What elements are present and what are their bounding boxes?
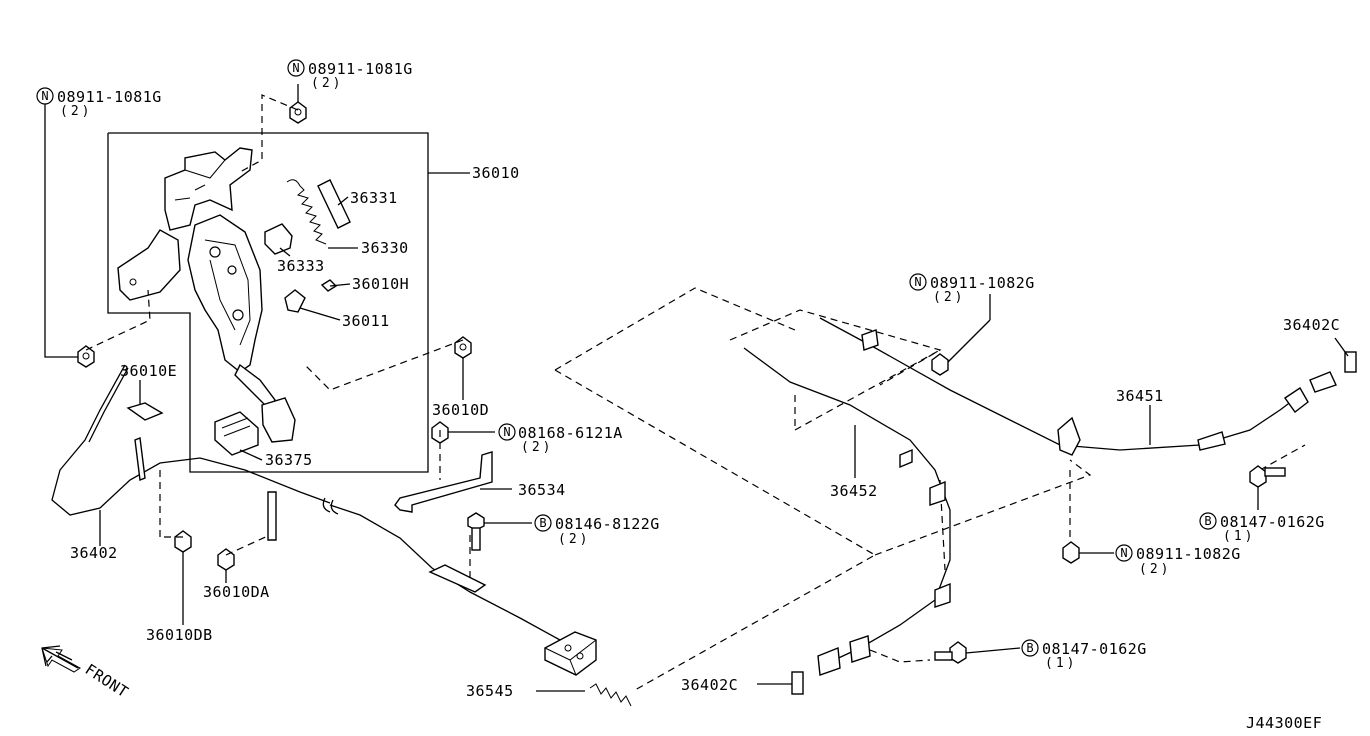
callout-n-08911-1082g-lower: N 08911-1082G (2) xyxy=(1115,544,1241,577)
label-36010db: 36010DB xyxy=(146,626,213,644)
bolt-08147-right xyxy=(1249,465,1286,488)
label-36333: 36333 xyxy=(277,257,325,275)
label-36010e: 36010E xyxy=(120,362,177,380)
part-number: 08911-1081G xyxy=(308,60,413,78)
front-cable-36402 xyxy=(51,364,561,641)
nut-08911-1082g-lower xyxy=(1062,541,1080,564)
callout-b-08146-8122g: B 08146-8122G (2) xyxy=(534,514,660,547)
label-36010d: 36010D xyxy=(432,401,489,419)
nut-left xyxy=(77,345,95,368)
part-number: 08147-0162G xyxy=(1220,513,1325,531)
nut-36010da xyxy=(217,548,235,571)
label-36402c-right: 36402C xyxy=(1283,316,1340,334)
nut-36010db xyxy=(174,530,192,553)
front-arrow: FRONT xyxy=(41,645,132,701)
quantity: (1) xyxy=(1045,656,1077,671)
callout-prefix: N xyxy=(292,61,299,75)
nut-36010d xyxy=(454,336,472,359)
pedal-assembly-drawing xyxy=(117,147,351,456)
bolt-08147-bottom xyxy=(934,641,967,664)
quantity: (2) xyxy=(1139,562,1171,577)
quantity: (2) xyxy=(933,290,965,305)
callout-b-08147-0162g-right: B 08147-0162G (1) xyxy=(1199,512,1325,544)
bolt-08146 xyxy=(467,512,485,551)
label-36452: 36452 xyxy=(830,482,878,500)
nut-top xyxy=(289,101,307,124)
pin-36402c-right xyxy=(1344,351,1357,373)
part-number: 08911-1082G xyxy=(1136,545,1241,563)
equalizer-36545 xyxy=(544,631,632,707)
callout-n-08911-1081g-top: N 08911-1081G (2) xyxy=(287,59,413,91)
callout-prefix: N xyxy=(503,425,510,439)
label-36402: 36402 xyxy=(70,544,118,562)
pedal-assembly-box xyxy=(107,132,470,473)
label-36010: 36010 xyxy=(472,164,520,182)
part-number: 08911-1082G xyxy=(930,274,1035,292)
quantity: (1) xyxy=(1223,529,1255,544)
leader-lines xyxy=(44,84,1349,692)
quantity: (2) xyxy=(558,532,590,547)
quantity: (2) xyxy=(521,440,553,455)
part-number: 08168-6121A xyxy=(518,424,623,442)
label-36331: 36331 xyxy=(350,189,398,207)
pedal-dashed-guides xyxy=(85,94,471,580)
part-number: 08147-0162G xyxy=(1042,640,1147,658)
quantity: (2) xyxy=(60,104,92,119)
part-number: 08911-1081G xyxy=(57,88,162,106)
label-36534: 36534 xyxy=(518,481,566,499)
pin-36402c-bottom xyxy=(791,671,804,695)
callout-prefix: B xyxy=(1026,641,1033,655)
quantity: (2) xyxy=(311,76,343,91)
label-36011: 36011 xyxy=(342,312,390,330)
part-number: 08146-8122G xyxy=(555,515,660,533)
clip-36010e xyxy=(126,402,164,421)
callout-n-08168-6121a: N 08168-6121A (2) xyxy=(498,423,623,455)
callout-prefix: N xyxy=(914,275,921,289)
label-36451: 36451 xyxy=(1116,387,1164,405)
callout-prefix: N xyxy=(1120,546,1127,560)
label-36545: 36545 xyxy=(466,682,514,700)
callout-prefix: N xyxy=(41,89,48,103)
callout-n-08911-1081g-left: N 08911-1081G (2) xyxy=(36,87,162,119)
label-36010h: 36010H xyxy=(352,275,409,293)
label-36330: 36330 xyxy=(361,239,409,257)
label-36375: 36375 xyxy=(265,451,313,469)
rear-cables xyxy=(743,317,1337,676)
bracket-36534 xyxy=(394,451,493,513)
callout-prefix: B xyxy=(539,516,546,530)
callout-prefix: B xyxy=(1204,514,1211,528)
callout-n-08911-1082g-upper: N 08911-1082G (2) xyxy=(909,273,1035,305)
label-36010da: 36010DA xyxy=(203,583,270,601)
front-label: FRONT xyxy=(82,660,132,701)
diagram-id: J44300EF xyxy=(1246,714,1322,732)
callout-b-08147-0162g-bottom: B 08147-0162G (1) xyxy=(1021,639,1147,671)
nut-08911-1082g-upper xyxy=(931,353,949,376)
label-36402c-bottom: 36402C xyxy=(681,676,738,694)
